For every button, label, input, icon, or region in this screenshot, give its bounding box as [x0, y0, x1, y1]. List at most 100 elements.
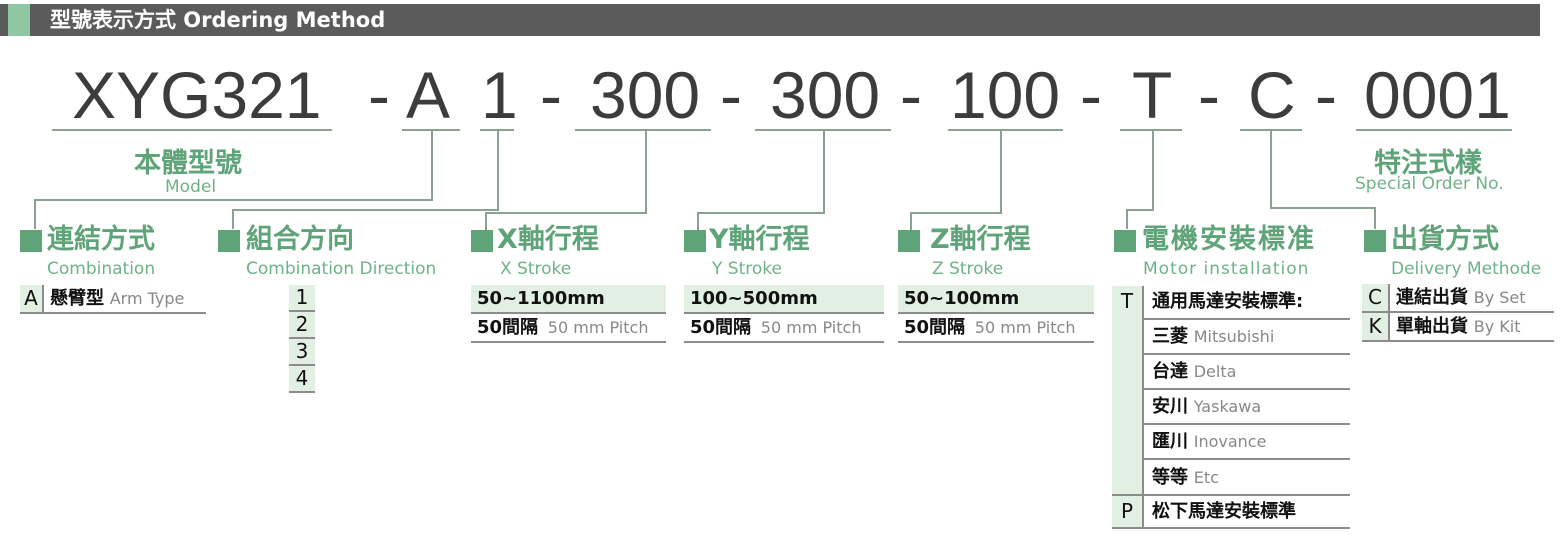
page-title: 型號表示方式 Ordering Method	[50, 8, 386, 32]
underline-y	[755, 129, 891, 131]
connector-delivery	[1270, 131, 1272, 209]
title-accent	[8, 4, 30, 36]
delivery-zh: 單軸出貨	[1396, 316, 1468, 337]
brand-zh: 安川	[1152, 396, 1188, 417]
code-motor: T	[1132, 58, 1173, 132]
direction-title: 組合方向	[246, 224, 354, 255]
connector-combination-h	[34, 199, 433, 201]
motor-subtitle: Motor installation	[1143, 259, 1310, 279]
connector-motor	[1152, 131, 1154, 211]
z-range-row: 50~100mm	[898, 285, 1094, 314]
y-pitch-zh: 50間隔	[690, 317, 752, 338]
divider	[1142, 286, 1144, 529]
code-direction: 1	[481, 58, 518, 132]
brand-zh: 等等	[1152, 467, 1188, 488]
motor-p-label: 松下馬達安裝標準	[1152, 501, 1296, 522]
y-title: Y軸行程	[709, 224, 810, 255]
connector-y	[823, 131, 825, 214]
motor-table: T 通用馬達安裝標準: 三菱 Mitsubishi 台達 Delta 安川 Ya…	[1112, 286, 1350, 529]
direction-square-icon	[218, 230, 240, 252]
z-subtitle: Z Stroke	[932, 259, 1004, 279]
y-range: 100~500mm	[690, 288, 818, 309]
x-pitch-zh: 50間隔	[477, 317, 539, 338]
connector-z	[1000, 131, 1002, 214]
connector-x-v	[485, 212, 487, 230]
brand-en: Delta	[1193, 362, 1237, 381]
underline-combination	[402, 129, 460, 131]
special-label-zh: 特注式樣	[1374, 148, 1482, 179]
motor-square-icon	[1114, 230, 1136, 252]
delivery-code: K	[1362, 313, 1388, 340]
code-y-stroke: 300	[770, 58, 881, 132]
underline-x	[575, 129, 711, 131]
z-square-icon	[898, 230, 920, 252]
delivery-row: K 單軸出貨 By Kit	[1362, 313, 1554, 342]
code-dash-7: -	[1315, 58, 1337, 132]
motor-brand-row: 三菱 Mitsubishi	[1144, 320, 1350, 355]
brand-zh: 台達	[1152, 361, 1188, 382]
motor-brand-row: 等等 Etc	[1144, 460, 1350, 496]
direction-item: 2	[289, 312, 315, 339]
brand-zh: 匯川	[1152, 431, 1188, 452]
connector-z-h	[910, 212, 1002, 214]
delivery-en: By Set	[1473, 288, 1526, 307]
combination-subtitle: Combination	[47, 259, 156, 279]
divider	[1388, 284, 1390, 311]
x-range-row: 50~1100mm	[471, 285, 666, 314]
direction-list: 1 2 3 4	[289, 285, 315, 393]
motor-p-row: 松下馬達安裝標準	[1144, 496, 1350, 529]
underline-motor	[1120, 129, 1182, 131]
y-square-icon	[684, 230, 706, 252]
code-dash-4: -	[900, 58, 922, 132]
code-x-stroke: 300	[590, 58, 701, 132]
connector-motor-v	[1126, 209, 1128, 229]
divider	[1388, 313, 1390, 340]
motor-brand-row: 安川 Yaskawa	[1144, 390, 1350, 425]
brand-en: Etc	[1193, 468, 1219, 487]
title-bar	[0, 4, 1540, 36]
y-range-row: 100~500mm	[684, 285, 884, 314]
delivery-square-icon	[1364, 230, 1386, 252]
x-title: X軸行程	[497, 224, 599, 255]
x-pitch-en: 50 mm Pitch	[547, 318, 649, 337]
code-dash-2: -	[540, 58, 562, 132]
model-label-zh: 本體型號	[134, 148, 242, 179]
delivery-row: C 連結出貨 By Set	[1362, 284, 1554, 313]
connector-direction-v	[232, 209, 234, 229]
direction-subtitle: Combination Direction	[246, 259, 437, 279]
brand-en: Yaskawa	[1193, 397, 1262, 416]
y-subtitle: Y Stroke	[712, 259, 782, 279]
motor-t-label: 通用馬達安裝標準:	[1152, 291, 1304, 312]
combination-square-icon	[20, 230, 42, 252]
z-range: 50~100mm	[904, 288, 1020, 309]
code-dash-5: -	[1080, 58, 1102, 132]
direction-item: 4	[289, 366, 315, 393]
x-square-icon	[471, 230, 493, 252]
combination-code: A	[20, 285, 42, 312]
x-range: 50~1100mm	[477, 288, 605, 309]
motor-title: 電機安裝標准	[1142, 224, 1316, 255]
motor-t-code: T	[1112, 286, 1142, 496]
z-pitch-en: 50 mm Pitch	[974, 318, 1076, 337]
code-dash-6: -	[1198, 58, 1220, 132]
direction-item: 1	[289, 285, 315, 312]
x-subtitle: X Stroke	[500, 259, 572, 279]
underline-special	[1356, 129, 1512, 131]
connector-combination	[431, 131, 433, 201]
connector-delivery-h	[1270, 207, 1376, 209]
underline-model	[52, 129, 332, 131]
code-dash-3: -	[720, 58, 742, 132]
direction-item: 3	[289, 339, 315, 366]
z-pitch-zh: 50間隔	[904, 317, 966, 338]
underline-z	[948, 129, 1063, 131]
underline-direction	[480, 129, 514, 131]
delivery-code: C	[1362, 284, 1388, 311]
motor-p-code: P	[1112, 496, 1142, 529]
motor-brand-row: 匯川 Inovance	[1144, 425, 1350, 460]
code-special: 0001	[1364, 58, 1511, 132]
connector-direction	[497, 131, 499, 211]
code-model: XYG321	[72, 58, 322, 132]
delivery-zh: 連結出貨	[1396, 287, 1468, 308]
divider	[42, 285, 44, 312]
underline-delivery	[1240, 129, 1302, 131]
